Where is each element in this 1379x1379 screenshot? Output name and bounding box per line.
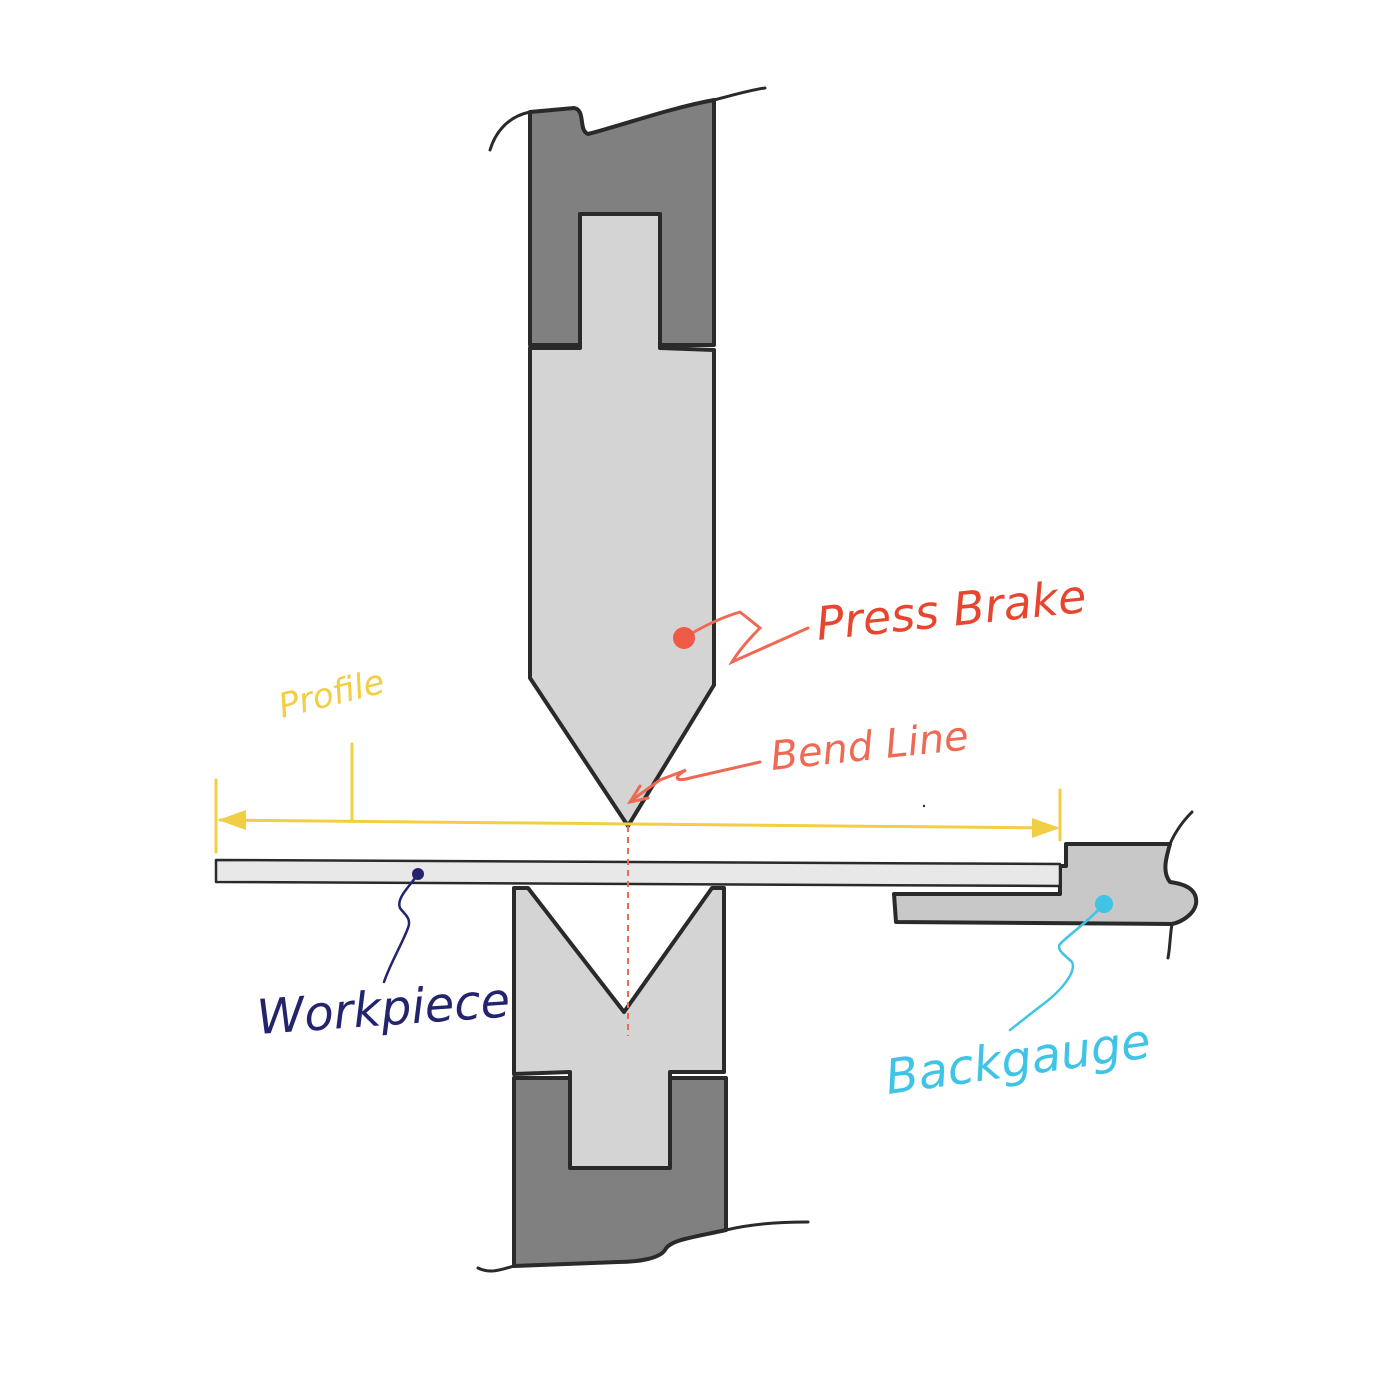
label-press-brake: Press Brake	[814, 569, 1089, 651]
upper-holder-break-line	[488, 86, 767, 152]
press-brake-dot	[673, 627, 695, 649]
backgauge-leader	[1008, 902, 1106, 1032]
label-backgauge: Backgauge	[882, 1013, 1154, 1106]
lower-holder	[512, 1076, 728, 1268]
lower-die	[512, 886, 726, 1170]
profile-dimension-line	[218, 818, 1058, 830]
profile-arrow-right	[1032, 818, 1060, 838]
label-bend-line: Bend Line	[768, 713, 971, 780]
upper-punch	[528, 212, 716, 828]
upper-holder	[528, 98, 716, 347]
press-brake-leader	[682, 610, 810, 666]
label-workpiece: Workpiece	[255, 972, 512, 1046]
workpiece-dot	[412, 868, 424, 880]
profile-dimension	[214, 742, 1062, 854]
backgauge-dot	[1095, 895, 1113, 913]
profile-arrow-left	[218, 810, 246, 830]
bend-line-arrowhead	[626, 784, 650, 805]
workpiece-leader	[382, 872, 420, 984]
backgauge-break-line	[1166, 810, 1194, 960]
lower-holder-break-line	[476, 1220, 810, 1273]
label-profile: Profile	[275, 662, 389, 727]
stray-speck	[922, 804, 926, 808]
workpiece-sheet	[214, 858, 1062, 888]
bend-line-leader	[630, 760, 762, 802]
